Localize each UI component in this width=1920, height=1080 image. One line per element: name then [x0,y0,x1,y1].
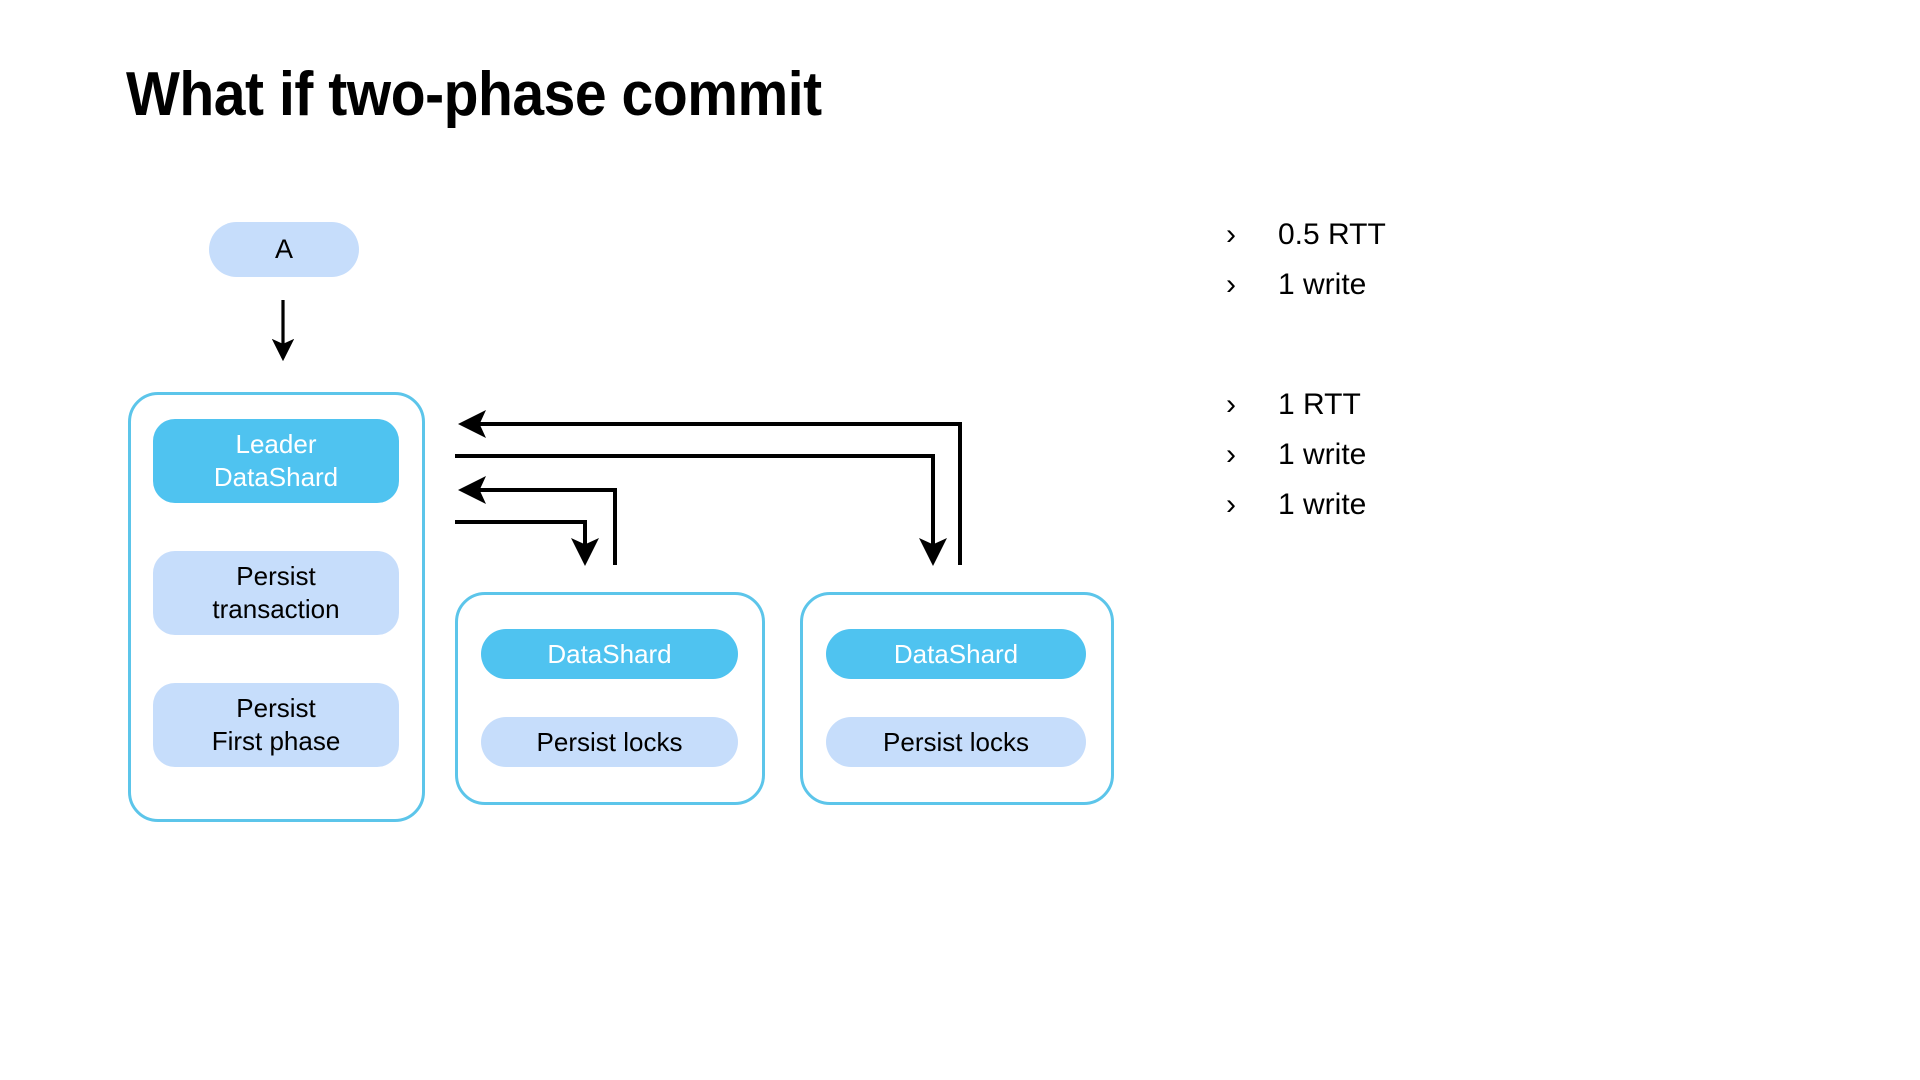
list-item: › 1 write [1226,430,1746,480]
cost-notes-group-1: › 0.5 RTT › 1 write [1226,210,1746,310]
participant-2-step-persist-locks[interactable]: Persist locks [826,717,1086,767]
cost-notes-group-2: › 1 RTT › 1 write › 1 write [1226,380,1746,530]
participant-1-step-persist-locks[interactable]: Persist locks [481,717,738,767]
list-item: › 1 RTT [1226,380,1746,430]
participant-2-datashard-box[interactable]: DataShard [826,629,1086,679]
list-item: › 1 write [1226,260,1746,310]
leader-step-persist-first-phase-line2: First phase [211,726,341,756]
leader-shard-group[interactable] [128,392,425,822]
node-client-a-label: A [274,234,293,264]
chevron-right-icon: › [1226,268,1236,301]
leader-step-persist-first-phase-line1: Persist [236,693,316,723]
connector-reply-from-shard1 [458,476,617,565]
node-client-a[interactable]: A [209,222,359,277]
leader-datashard-label-line2: DataShard [213,462,339,492]
participant-shard-group-2[interactable] [800,592,1114,805]
leader-step-persist-transaction-line1: Persist [236,561,316,591]
leader-datashard-box[interactable]: Leader DataShard [153,419,399,503]
leader-step-persist-first-phase[interactable]: Persist First phase [153,683,399,767]
cost-notes-list: › 0.5 RTT › 1 write › 1 RTT › 1 write › … [1226,210,1746,530]
cost-note-label: 0.5 RTT [1278,218,1386,251]
chevron-right-icon: › [1226,388,1236,421]
list-item: › 0.5 RTT [1226,210,1746,260]
page-title: What if two-phase commit [126,60,822,129]
leader-step-persist-transaction-line2: transaction [212,594,340,624]
cost-note-label: 1 RTT [1278,388,1361,421]
participant-1-step-persist-locks-label: Persist locks [536,726,683,757]
participant-1-datashard-label: DataShard [547,638,672,669]
connector-reply-from-shard2 [458,410,962,565]
cost-note-label: 1 write [1278,488,1367,521]
chevron-right-icon: › [1226,488,1236,521]
cost-note-label: 1 write [1278,438,1367,471]
chevron-right-icon: › [1226,218,1236,251]
chevron-right-icon: › [1226,438,1236,471]
participant-shard-group-1[interactable] [455,592,765,805]
participant-2-datashard-label: DataShard [893,638,1019,669]
connector-request-to-shard2 [455,454,947,566]
list-item: › 1 write [1226,480,1746,530]
cost-note-label: 1 write [1278,268,1367,301]
participant-2-step-persist-locks-label: Persist locks [883,726,1029,757]
participant-1-datashard-box[interactable]: DataShard [481,629,738,679]
leader-datashard-label-line1: Leader [235,429,317,459]
connector-request-to-shard1 [455,520,599,566]
leader-step-persist-transaction[interactable]: Persist transaction [153,551,399,635]
